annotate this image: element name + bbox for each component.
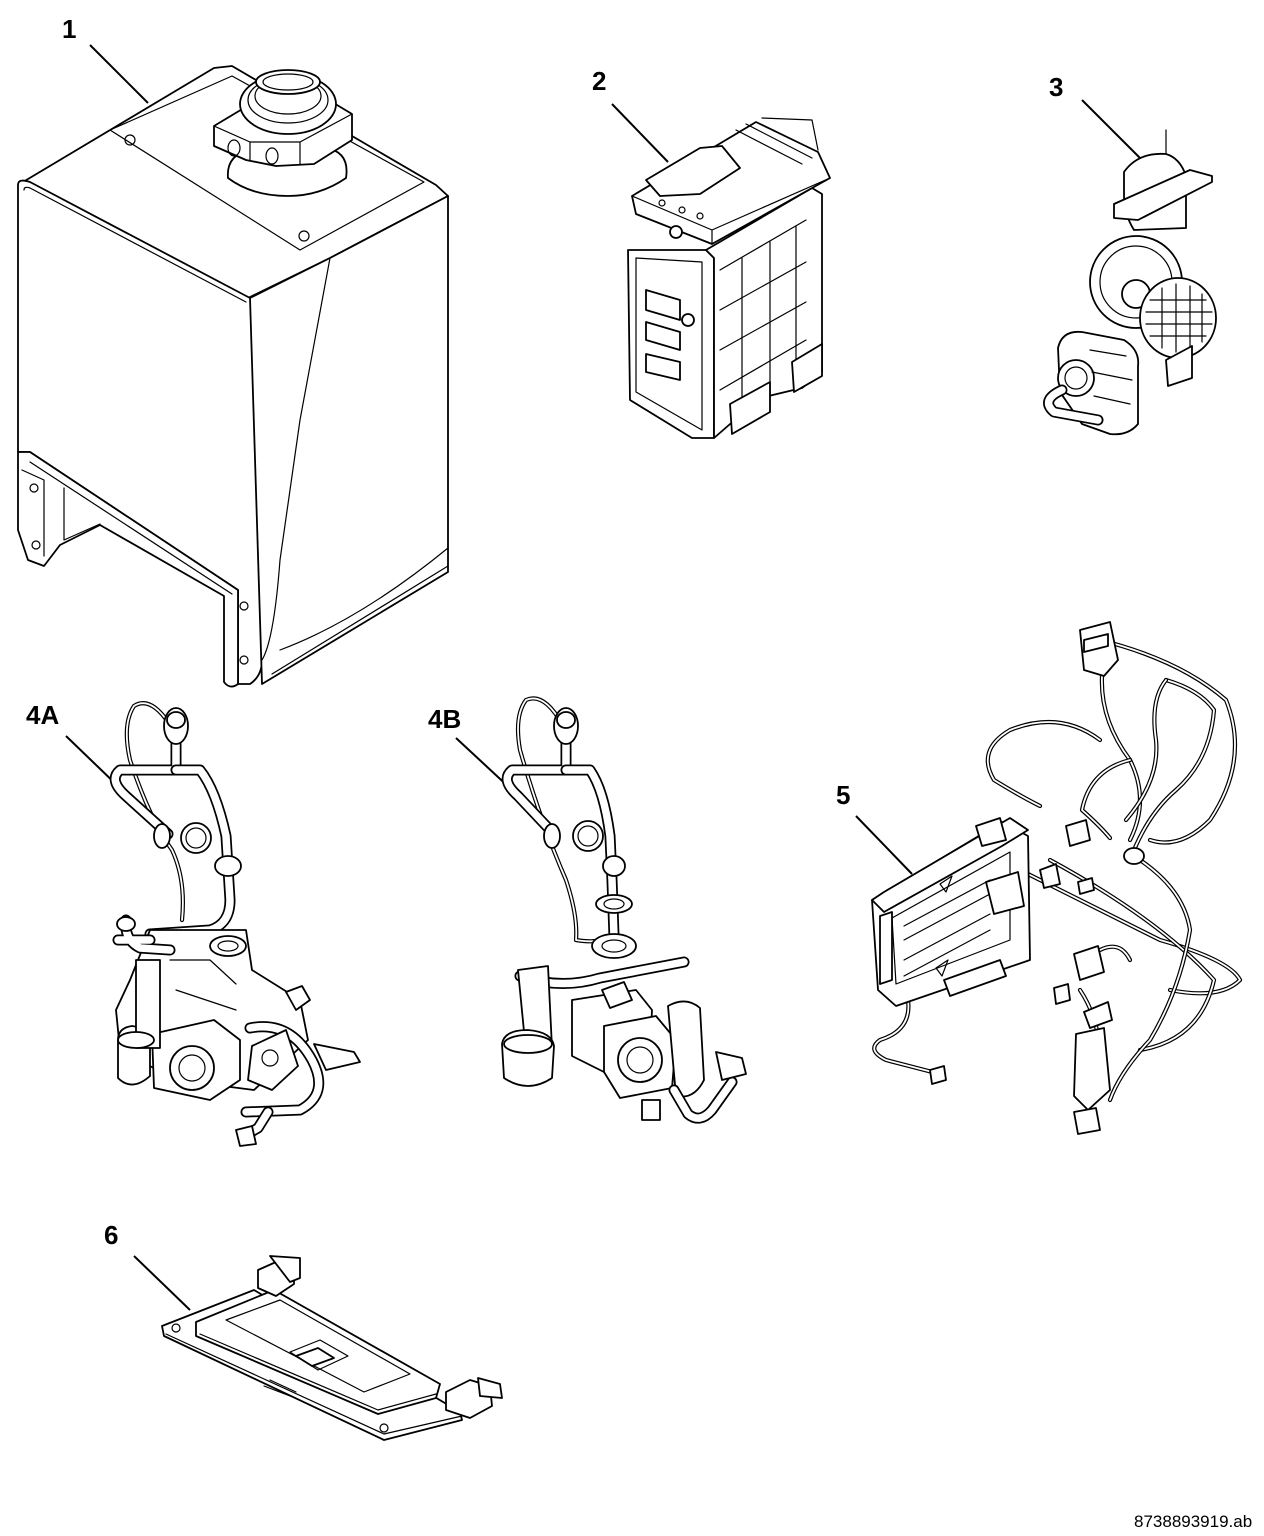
leader-line-5 bbox=[855, 815, 913, 875]
leader-line-3 bbox=[1081, 99, 1141, 159]
part-3-fan-assembly: 3 bbox=[1043, 72, 1217, 436]
leader-line-6 bbox=[133, 1255, 191, 1311]
reference-code: 8738893919.ab bbox=[1134, 1512, 1252, 1531]
leader-line-2 bbox=[611, 103, 669, 163]
part-4b-hydraulic-group: 4B bbox=[428, 696, 747, 1124]
callout-label-1: 1 bbox=[62, 14, 76, 44]
callout-label-5: 5 bbox=[836, 780, 850, 810]
callout-label-4b: 4B bbox=[428, 704, 461, 734]
callout-label-2: 2 bbox=[592, 66, 606, 96]
part-5-control-box-wiring: 5 bbox=[836, 621, 1243, 1135]
callout-label-3: 3 bbox=[1049, 72, 1063, 102]
callout-label-4a: 4A bbox=[26, 700, 59, 730]
leader-line-1 bbox=[89, 44, 149, 104]
callout-label-6: 6 bbox=[104, 1220, 118, 1250]
part-6-bottom-panel: 6 bbox=[104, 1220, 503, 1441]
part-2-heat-exchanger: 2 bbox=[592, 66, 831, 439]
part-4a-hydraulic-group: 4A bbox=[26, 700, 361, 1147]
part-1-casing: 1 bbox=[17, 14, 449, 688]
